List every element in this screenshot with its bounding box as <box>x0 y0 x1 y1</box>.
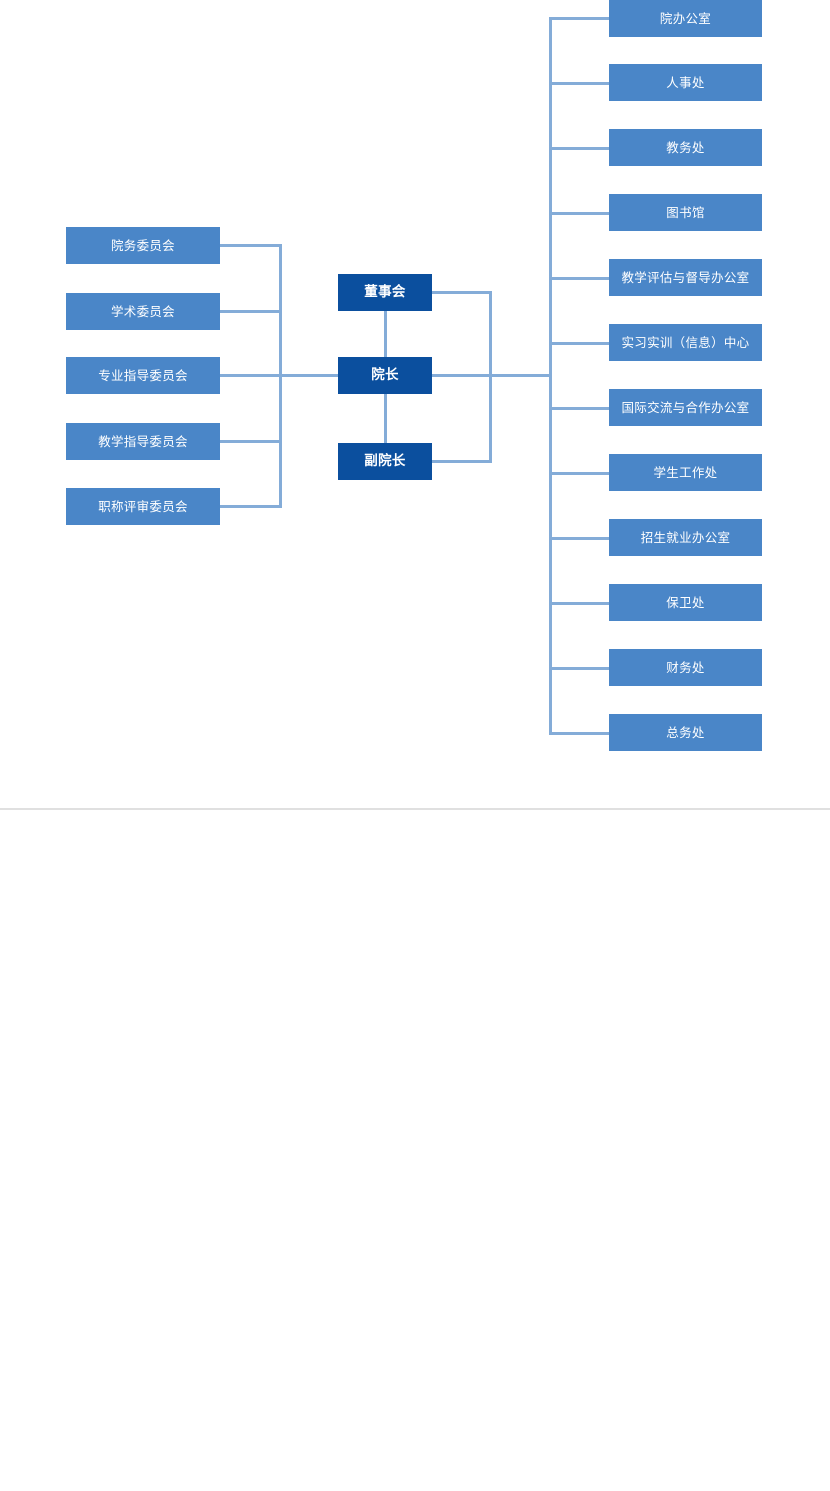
committee-box-4[interactable]: 职称评审委员会 <box>66 488 220 525</box>
connector-board-right-stub <box>432 291 492 294</box>
department-box-9[interactable]: 保卫处 <box>609 584 762 621</box>
committee-box-0[interactable]: 院务委员会 <box>66 227 220 264</box>
department-box-8[interactable]: 招生就业办公室 <box>609 519 762 556</box>
department-label: 实习实训（信息）中心 <box>621 334 750 350</box>
committee-label: 学术委员会 <box>110 303 175 319</box>
department-box-7[interactable]: 学生工作处 <box>609 454 762 491</box>
connector-department-8 <box>549 537 611 540</box>
department-label: 总务处 <box>666 724 705 740</box>
connector-department-0 <box>549 17 611 20</box>
department-label: 人事处 <box>666 74 705 90</box>
department-box-4[interactable]: 教学评估与督导办公室 <box>609 259 762 296</box>
connector-department-10 <box>549 667 611 670</box>
connector-department-spine <box>549 17 552 733</box>
connector-committee-2 <box>220 374 282 377</box>
department-label: 院办公室 <box>659 10 712 26</box>
connector-committee-0 <box>220 244 282 247</box>
leadership-box-board[interactable]: 董事会 <box>338 274 432 311</box>
department-label: 图书馆 <box>666 204 705 220</box>
committee-label: 专业指导委员会 <box>98 367 188 383</box>
department-box-3[interactable]: 图书馆 <box>609 194 762 231</box>
connector-department-4 <box>549 277 611 280</box>
administrative-structure-section: 院务委员会 学术委员会 专业指导委员会 教学指导委员会 职称评审委员会 董事会 … <box>66 0 762 751</box>
department-box-2[interactable]: 教务处 <box>609 129 762 166</box>
department-label: 教学评估与督导办公室 <box>621 269 750 285</box>
department-label: 财务处 <box>666 659 705 675</box>
connector-dean-to-department-spine <box>432 374 552 377</box>
connector-committee-3 <box>220 440 282 443</box>
connector-leadership-bracket-spine <box>489 291 492 463</box>
connector-vice-dean-right-stub <box>432 460 492 463</box>
department-label: 招生就业办公室 <box>640 529 731 545</box>
committee-label: 教学指导委员会 <box>98 433 188 449</box>
department-label: 学生工作处 <box>653 464 718 480</box>
party-committee-section: 学院党委 学生会 团委 教代会 工会 党校 党办（组织、宣传、统战） <box>0 809 830 1491</box>
leadership-box-dean[interactable]: 院长 <box>338 357 432 394</box>
connector-committee-1 <box>220 310 282 313</box>
department-box-6[interactable]: 国际交流与合作办公室 <box>609 389 762 426</box>
department-box-1[interactable]: 人事处 <box>609 64 762 101</box>
department-label: 保卫处 <box>666 594 705 610</box>
leadership-label: 副院长 <box>364 453 406 470</box>
department-box-10[interactable]: 财务处 <box>609 649 762 686</box>
committee-box-1[interactable]: 学术委员会 <box>66 293 220 330</box>
connector-committee-to-dean <box>279 374 339 377</box>
committee-box-3[interactable]: 教学指导委员会 <box>66 423 220 460</box>
department-box-11[interactable]: 总务处 <box>609 714 762 751</box>
committee-label: 职称评审委员会 <box>98 498 188 514</box>
connector-department-1 <box>549 82 611 85</box>
connector-department-3 <box>549 212 611 215</box>
connector-department-2 <box>549 147 611 150</box>
department-box-0[interactable]: 院办公室 <box>609 0 762 37</box>
connector-board-to-dean <box>384 311 387 357</box>
connector-department-11 <box>549 732 611 735</box>
connector-department-7 <box>549 472 611 475</box>
committee-label: 院务委员会 <box>110 237 175 253</box>
section-divider <box>0 808 830 810</box>
leadership-box-vice-dean[interactable]: 副院长 <box>338 443 432 480</box>
leadership-label: 董事会 <box>364 284 406 301</box>
connector-dean-to-vice-dean <box>384 394 387 443</box>
department-label: 国际交流与合作办公室 <box>621 399 750 415</box>
committee-box-2[interactable]: 专业指导委员会 <box>66 357 220 394</box>
department-label: 教务处 <box>666 139 705 155</box>
connector-committee-4 <box>220 505 282 508</box>
leadership-label: 院长 <box>371 367 399 384</box>
connector-department-9 <box>549 602 611 605</box>
connector-department-6 <box>549 407 611 410</box>
department-box-5[interactable]: 实习实训（信息）中心 <box>609 324 762 361</box>
connector-department-5 <box>549 342 611 345</box>
